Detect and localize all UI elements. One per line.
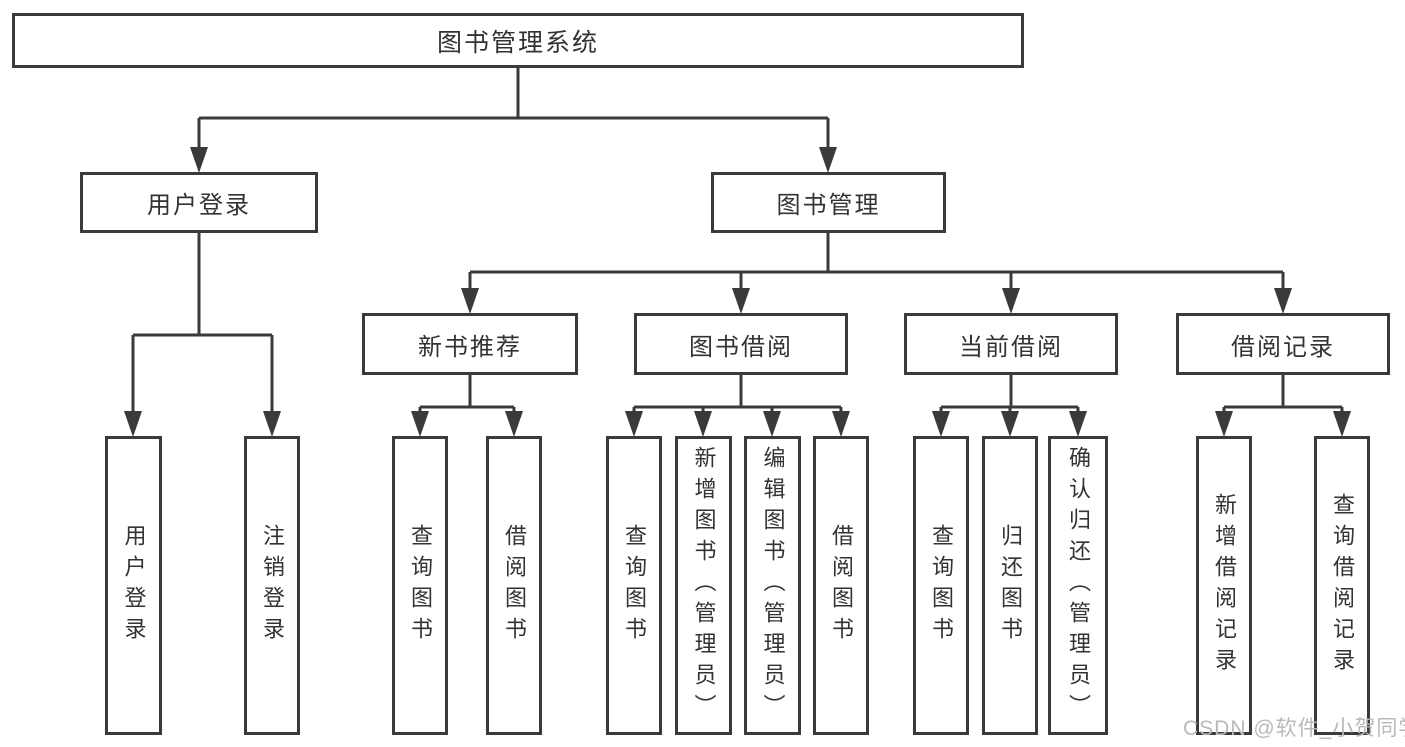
node-cb-return-books-label: 归还图书: [998, 523, 1023, 648]
node-br-query-record: 查询借阅记录: [1314, 436, 1370, 735]
node-cb-query-books-label: 查询图书: [929, 523, 954, 648]
node-book-management: 图书管理: [711, 172, 946, 233]
node-book-borrowing-label: 图书借阅: [689, 333, 793, 361]
node-borrowing-records: 借阅记录: [1176, 313, 1390, 375]
node-bb-edit-books-admin: 编辑图书（管理员）: [744, 436, 801, 735]
node-bb-edit-books-admin-label: 编辑图书（管理员）: [760, 446, 786, 725]
node-login-label: 用户登录: [121, 523, 147, 648]
node-user-login-label: 用户登录: [147, 192, 251, 219]
node-current-borrowing: 当前借阅: [904, 313, 1118, 375]
node-current-borrowing-label: 当前借阅: [959, 333, 1063, 361]
node-new-book-recommend: 新书推荐: [362, 313, 578, 375]
node-book-management-label: 图书管理: [776, 192, 881, 219]
node-nbr-query-books: 查询图书: [392, 436, 448, 735]
node-root-label: 图书管理系统: [436, 28, 599, 57]
csdn-watermark: CSDN @软件_小贺同学: [1183, 717, 1405, 740]
node-br-add-record-label: 新增借阅记录: [1212, 492, 1237, 679]
node-logout: 注销登录: [244, 436, 300, 735]
node-cb-confirm-return-admin-label: 确认归还（管理员）: [1066, 446, 1091, 725]
node-user-login: 用户登录: [80, 172, 318, 233]
node-bb-borrow-books-label: 借阅图书: [829, 523, 854, 648]
node-bb-query-books: 查询图书: [606, 436, 662, 735]
node-bb-borrow-books: 借阅图书: [813, 436, 869, 735]
node-cb-query-books: 查询图书: [913, 436, 969, 735]
node-cb-return-books: 归还图书: [982, 436, 1038, 735]
node-root: 图书管理系统: [12, 13, 1024, 68]
node-br-query-record-label: 查询借阅记录: [1330, 492, 1355, 679]
node-bb-add-books-admin-label: 新增图书（管理员）: [691, 446, 717, 725]
node-nbr-borrow-books-label: 借阅图书: [502, 523, 527, 648]
node-new-book-recommend-label: 新书推荐: [418, 333, 522, 361]
node-br-add-record: 新增借阅记录: [1196, 436, 1252, 735]
node-bb-query-books-label: 查询图书: [622, 523, 647, 648]
node-book-borrowing: 图书借阅: [634, 313, 848, 375]
node-nbr-borrow-books: 借阅图书: [486, 436, 542, 735]
node-nbr-query-books-label: 查询图书: [408, 523, 433, 648]
node-logout-label: 注销登录: [260, 523, 285, 648]
node-bb-add-books-admin: 新增图书（管理员）: [675, 436, 732, 735]
node-login: 用户登录: [105, 436, 162, 735]
node-borrowing-records-label: 借阅记录: [1231, 333, 1335, 361]
node-cb-confirm-return-admin: 确认归还（管理员）: [1048, 436, 1108, 735]
